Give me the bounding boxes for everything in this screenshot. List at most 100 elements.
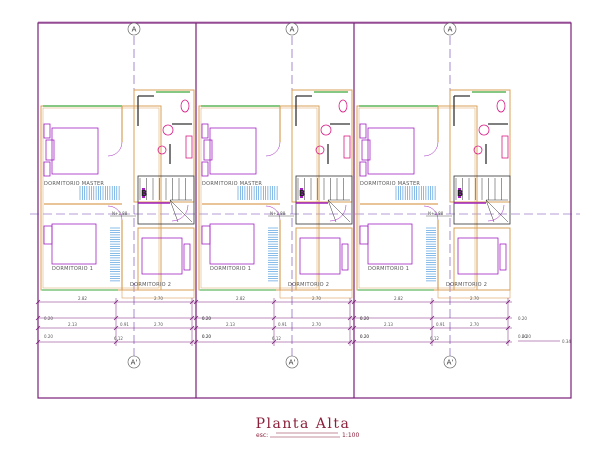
room-label-master: DORMITORIO MASTER [360, 181, 420, 187]
section-label-bottom: A' [289, 359, 296, 367]
dimension-tick [429, 325, 435, 331]
room-label-master: DORMITORIO MASTER [202, 181, 262, 187]
dimension-tick [271, 299, 277, 305]
dimension-tick [271, 325, 277, 331]
scale-value: 1:100 [342, 432, 359, 439]
level-label: N+2.88 [112, 211, 128, 216]
dim-row3-a: 2.13 [68, 322, 77, 327]
bed-room-2 [457, 237, 499, 275]
level-label: N+2.88 [270, 211, 286, 216]
toilet [496, 99, 506, 113]
dimension-tick [505, 339, 511, 345]
bed-room-2-headboard [341, 243, 349, 271]
dim-row4-b: 0.20 [518, 334, 527, 339]
room-label-1: DORMITORIO 1 [210, 266, 251, 272]
dim-row3-c: 2.70 [312, 322, 321, 327]
dim-row1-b: 2.70 [154, 296, 163, 301]
dim-row3-b: 0.91 [436, 322, 445, 327]
room-label-master: DORMITORIO MASTER [44, 181, 104, 187]
dim-row3-c: 2.70 [470, 322, 479, 327]
door-swing-room-1 [265, 205, 281, 221]
dimension-tick [113, 339, 119, 345]
exterior-wall-bath [291, 89, 353, 203]
stair-post [458, 188, 461, 198]
door-swing-room-1 [107, 205, 123, 221]
section-label-top: A [132, 26, 137, 34]
section-bubble-top [127, 22, 141, 36]
bed-room-2-headboard [183, 243, 191, 271]
dimension-tick [193, 315, 199, 321]
dim-row2-a: 0.20 [202, 316, 211, 321]
room-label-1: DORMITORIO 1 [368, 266, 409, 272]
dimension-tick [429, 299, 435, 305]
door-swing-room-2 [171, 204, 189, 222]
stair-post [142, 188, 145, 198]
nightstand-2 [201, 161, 209, 177]
stair-treads [139, 178, 186, 200]
dimension-tick [505, 315, 511, 321]
dimension-tick [189, 339, 195, 345]
lavatory-2 [473, 145, 483, 155]
dim-row3-a: 2.13 [384, 322, 393, 327]
closet-master [395, 186, 436, 200]
dimension-tick [347, 299, 353, 305]
partition-walls [360, 106, 439, 290]
exterior-wall-left-inner [42, 107, 160, 289]
wall-ledge [437, 289, 511, 299]
dimension-tick [505, 299, 511, 305]
dimension-tick [351, 315, 357, 321]
partition-walls [44, 106, 123, 290]
stair-treads [455, 178, 502, 200]
dim-row3-b: 0.91 [120, 322, 129, 327]
shower [501, 135, 509, 159]
dimension-tick [347, 339, 353, 345]
stair-well [295, 175, 353, 225]
closet-master [79, 186, 120, 200]
master-bed [209, 127, 257, 175]
lavatory [478, 124, 490, 136]
dimension-tick [189, 325, 195, 331]
bed-room-2 [141, 237, 183, 275]
exterior-wall-bath [449, 89, 511, 203]
nightstand-2 [43, 161, 51, 177]
section-label-top: A [290, 26, 295, 34]
dimension-tick [189, 315, 195, 321]
closet-room-1 [426, 227, 436, 282]
interior-walls [453, 95, 508, 164]
bed-room-1-pillow [201, 225, 211, 245]
interior-walls [295, 95, 350, 164]
dim-row4-b: 0.20 [202, 334, 211, 339]
dimension-tick [193, 325, 199, 331]
dimension-tick [35, 339, 41, 345]
dim-row2-a: 0.20 [360, 316, 369, 321]
stair-post [300, 188, 303, 198]
exterior-wall-left-inner [200, 107, 318, 289]
drawing-title: Planta Alta [256, 416, 351, 432]
dim-row4-a: 0.20 [202, 334, 211, 339]
dim-total: 6.12 [114, 336, 123, 341]
stair-winder [327, 199, 351, 223]
room-label-1: DORMITORIO 1 [52, 266, 93, 272]
bed-room-1 [209, 223, 255, 265]
wall-ledge [121, 289, 195, 299]
nightstand-2 [359, 161, 367, 177]
room-label-2: DORMITORIO 2 [288, 282, 329, 288]
door-swing-room-2 [487, 204, 505, 222]
site-boundary [37, 22, 572, 399]
dim-total: 6.12 [430, 336, 439, 341]
lavatory-2 [315, 145, 325, 155]
toilet [180, 99, 190, 113]
stair-well [137, 175, 195, 225]
bed-room-2 [299, 237, 341, 275]
dimension-tick [193, 299, 199, 305]
dimension-tick [193, 339, 199, 345]
exterior-wall-room2 [295, 227, 353, 291]
closet-room-1 [268, 227, 278, 282]
dim-row2-a: 0.20 [44, 316, 53, 321]
partition-walls [202, 106, 281, 290]
stair-winder [169, 199, 193, 223]
dimension-tick [347, 315, 353, 321]
nightstand-1 [359, 123, 367, 139]
right-dim-top: 0.20 [522, 334, 531, 339]
